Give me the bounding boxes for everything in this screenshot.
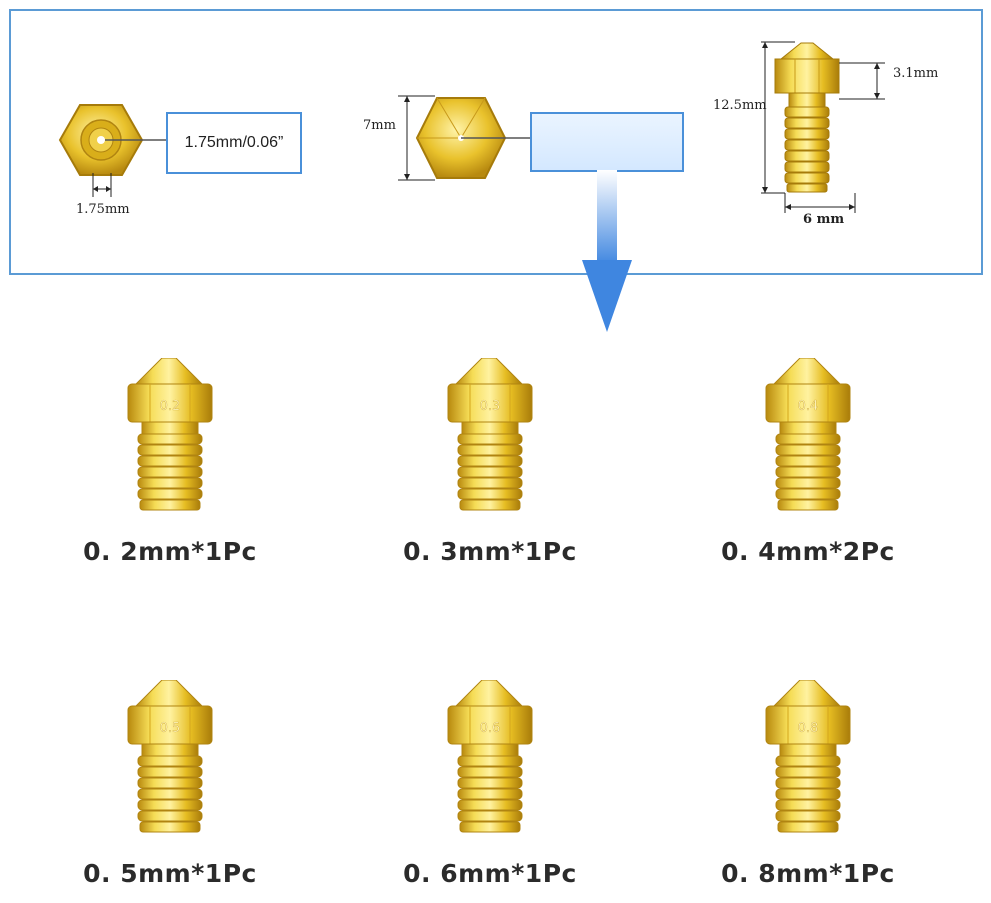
nozzle-caption: 0. 5mm*1Pc [83,859,257,888]
callout-box: 1.75mm/0.06” [166,112,302,174]
nozzle-item: 0.3 0. 3mm*1Pc [360,358,620,566]
brass-nozzle-icon: 0.4 [765,358,851,511]
hex-width-label: 7mm [363,118,396,133]
thread-diameter-label: 1.75mm [76,202,130,217]
callout-box-blank [530,112,684,172]
nozzle-hex-view-icon [398,95,531,181]
brass-nozzle-icon: 0.2 [127,358,213,511]
nozzle-item: 0.6 0. 6mm*1Pc [360,680,620,888]
nozzle-caption: 0. 8mm*1Pc [721,859,895,888]
svg-text:0.5: 0.5 [160,721,181,736]
nozzle-top-view-icon [58,104,168,197]
nozzle-side-view-icon [761,41,885,213]
nozzle-item: 0.8 0. 8mm*1Pc [678,680,938,888]
diagram-panel [9,9,983,275]
total-height-label: 12.5mm [713,98,767,113]
thread-width-label: 6 mm [803,212,845,227]
brass-nozzle-icon: 0.8 [765,680,851,833]
svg-text:0.2: 0.2 [160,399,181,414]
nozzle-item: 0.5 0. 5mm*1Pc [40,680,300,888]
nozzle-caption: 0. 3mm*1Pc [403,537,577,566]
tip-height-label: 3.1mm [893,66,939,81]
brass-nozzle-icon: 0.6 [447,680,533,833]
svg-text:0.4: 0.4 [798,399,819,414]
brass-nozzle-icon: 0.5 [127,680,213,833]
svg-text:0.3: 0.3 [480,399,501,414]
nozzle-caption: 0. 2mm*1Pc [83,537,257,566]
svg-text:0.8: 0.8 [798,721,819,736]
nozzle-caption: 0. 4mm*2Pc [721,537,895,566]
brass-nozzle-icon: 0.3 [447,358,533,511]
svg-text:0.6: 0.6 [480,721,501,736]
arrow-down-icon [582,170,632,332]
nozzle-caption: 0. 6mm*1Pc [403,859,577,888]
nozzle-item: 0.2 0. 2mm*1Pc [40,358,300,566]
nozzle-item: 0.4 0. 4mm*2Pc [678,358,938,566]
